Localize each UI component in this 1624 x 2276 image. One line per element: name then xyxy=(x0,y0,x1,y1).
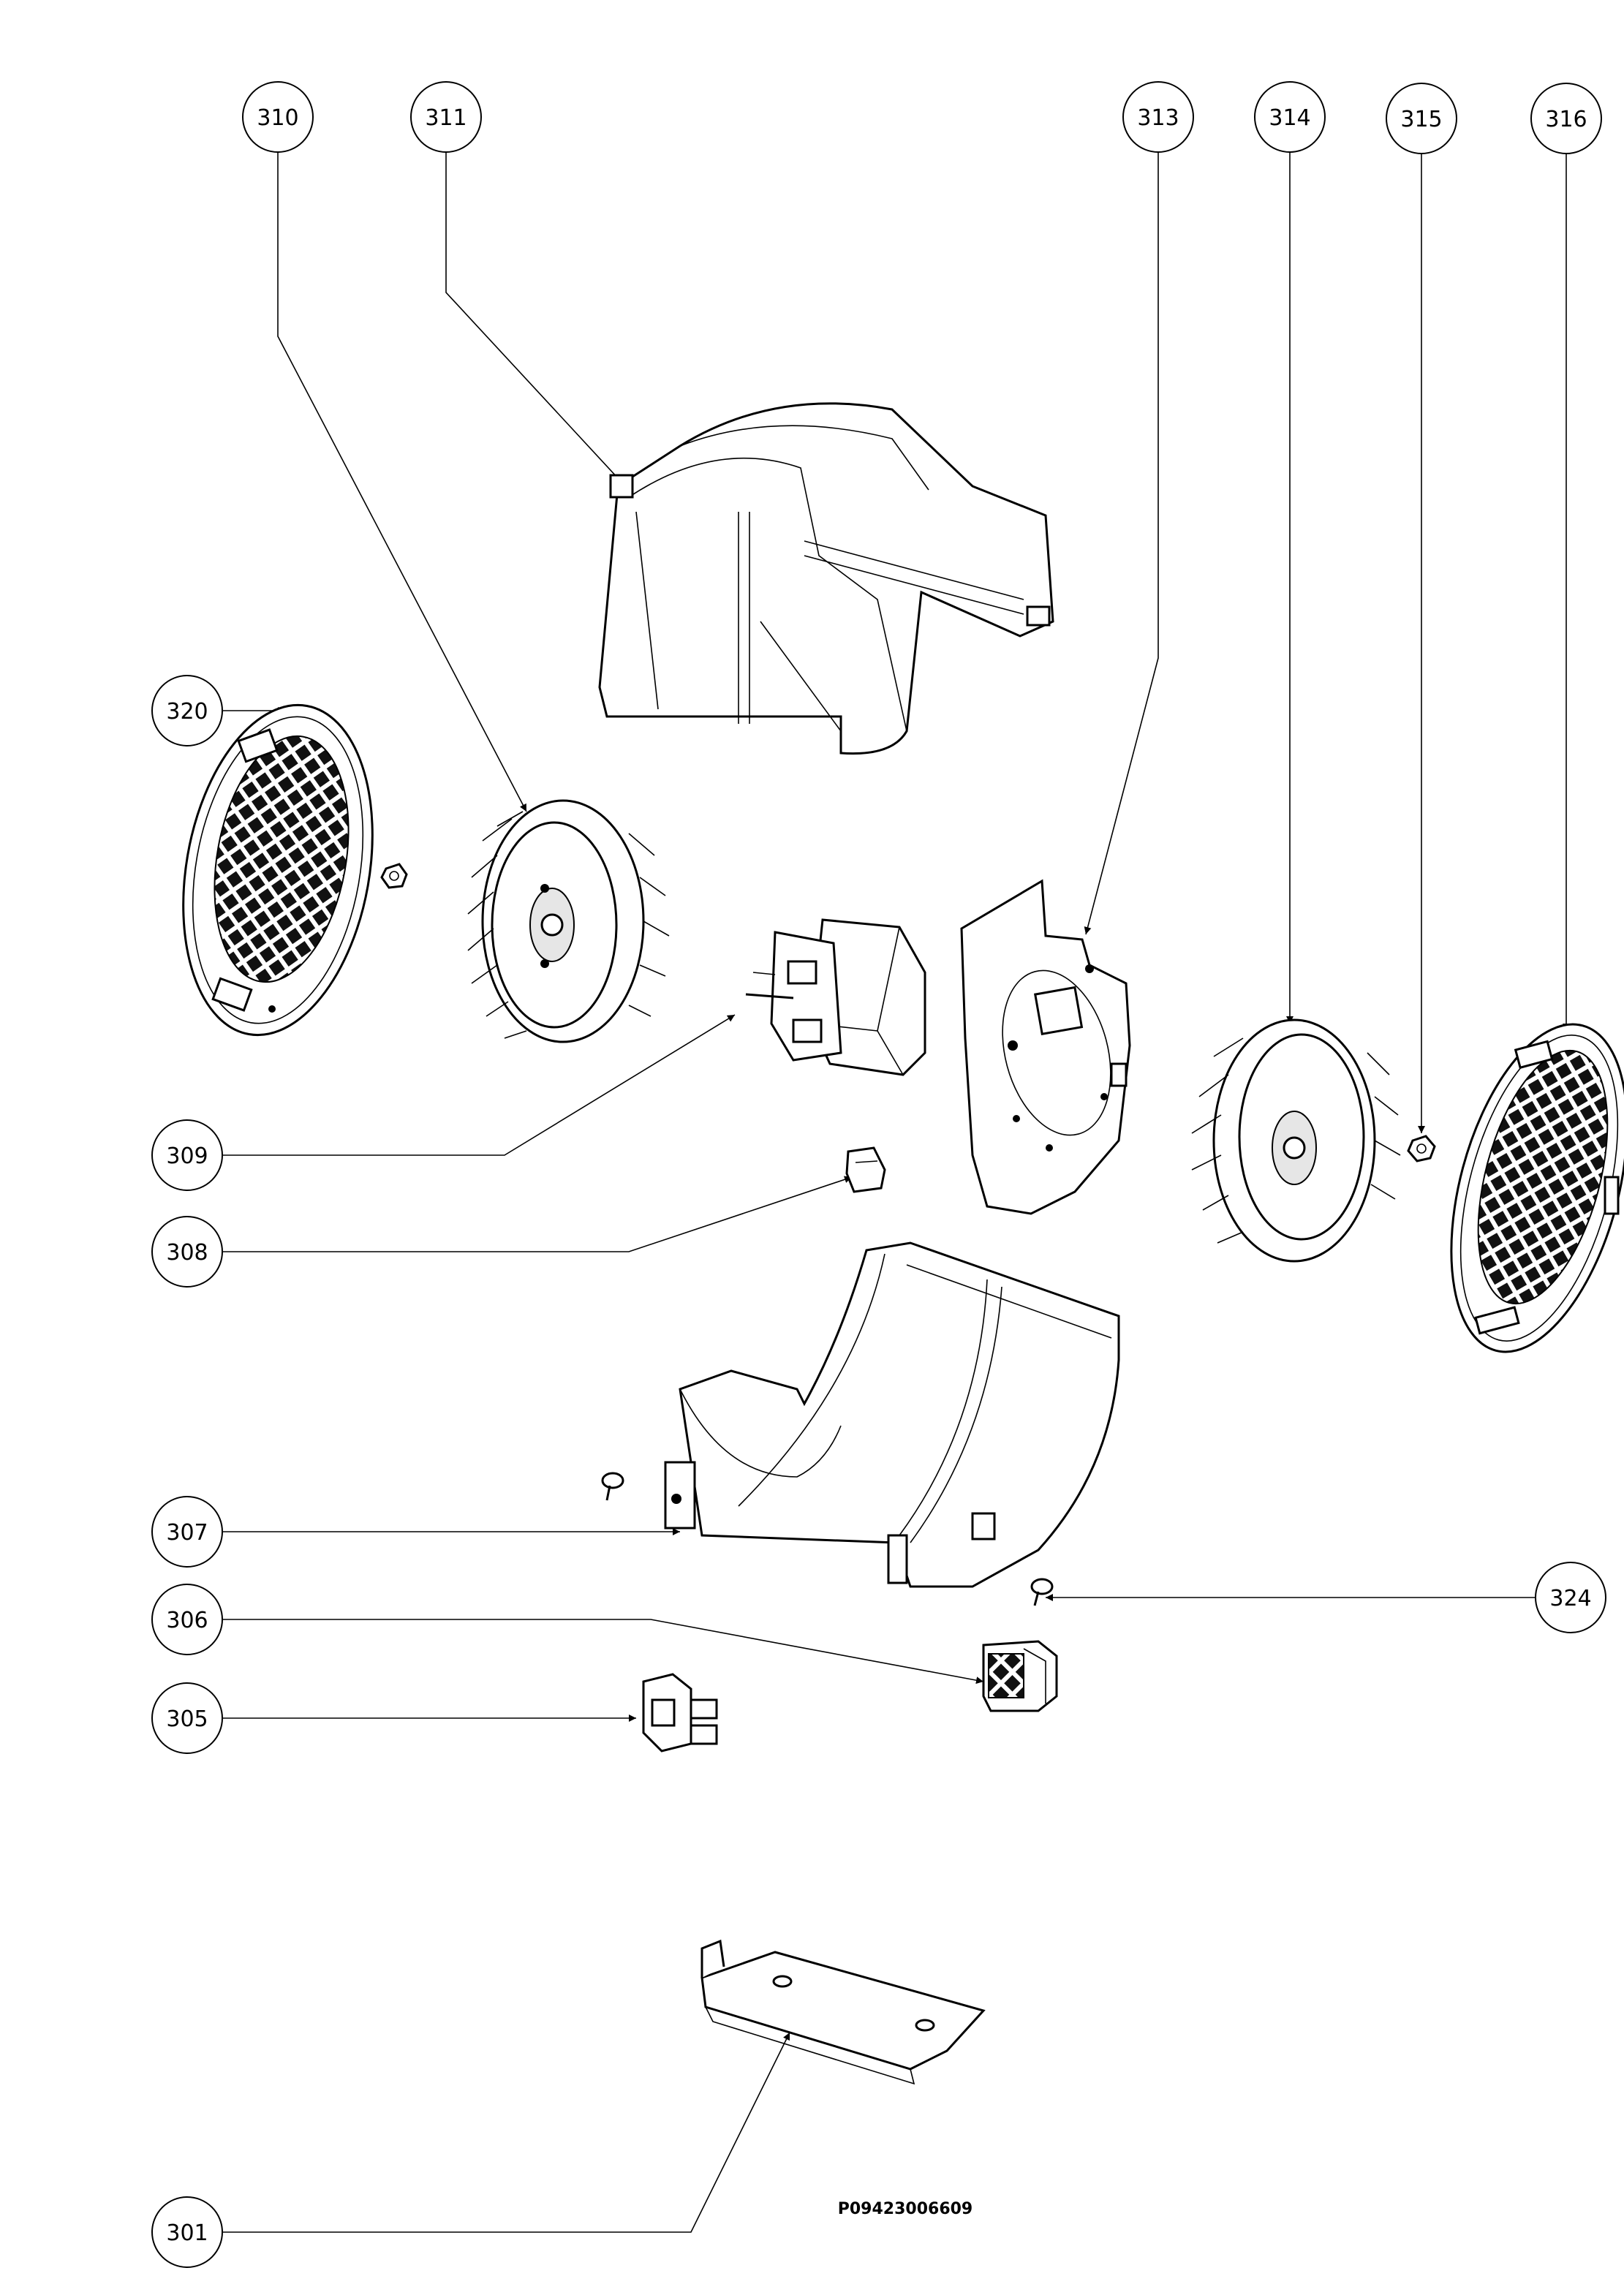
part-301-base-plate xyxy=(700,1939,986,2085)
callout-label-309: 309 xyxy=(166,1143,208,1169)
callout-label-305: 305 xyxy=(166,1706,208,1732)
drawing-reference-code: P09423006609 xyxy=(838,2200,973,2218)
callout-309: 309 xyxy=(151,1119,223,1191)
leader-313 xyxy=(1084,137,1159,935)
part-316-right-grille-cover xyxy=(1450,1023,1624,1353)
callout-311: 311 xyxy=(410,81,482,153)
part-315-nut xyxy=(1407,1135,1436,1162)
callout-label-324: 324 xyxy=(1549,1586,1591,1611)
leader-310 xyxy=(277,137,527,812)
callout-306: 306 xyxy=(151,1584,223,1655)
callout-305: 305 xyxy=(151,1682,223,1754)
part-311-upper-housing xyxy=(598,402,1054,755)
part-306-connector-block xyxy=(982,1640,1058,1712)
callout-label-308: 308 xyxy=(166,1240,208,1266)
part-309-motor xyxy=(745,918,926,1076)
callout-310: 310 xyxy=(242,81,314,153)
part-nut-left xyxy=(380,863,408,889)
callout-313: 313 xyxy=(1122,81,1194,153)
callout-label-314: 314 xyxy=(1269,105,1310,131)
callout-label-311: 311 xyxy=(425,105,467,131)
callout-label-320: 320 xyxy=(166,699,208,725)
part-320-left-grille-cover xyxy=(182,703,374,1037)
part-314-right-fan-wheel xyxy=(1191,1018,1401,1263)
callout-307: 307 xyxy=(151,1496,223,1568)
callout-324: 324 xyxy=(1535,1562,1606,1633)
callout-301: 301 xyxy=(151,2196,223,2268)
leader-309 xyxy=(190,1014,736,1156)
part-305-terminal-clip xyxy=(642,1673,718,1753)
callout-label-315: 315 xyxy=(1400,107,1442,132)
part-screw-left xyxy=(601,1472,624,1501)
callout-label-307: 307 xyxy=(166,1520,208,1546)
callout-320: 320 xyxy=(151,675,223,746)
callout-label-306: 306 xyxy=(166,1608,208,1633)
callout-315: 315 xyxy=(1386,83,1457,154)
leader-lines xyxy=(189,137,1570,2233)
callout-316: 316 xyxy=(1530,83,1602,154)
leader-311 xyxy=(445,137,628,489)
callout-label-310: 310 xyxy=(257,105,298,131)
callout-label-316: 316 xyxy=(1545,107,1587,132)
callout-label-301: 301 xyxy=(166,2220,208,2246)
part-308-clip xyxy=(845,1146,886,1193)
callout-308: 308 xyxy=(151,1216,223,1288)
part-310-left-fan-wheel xyxy=(467,799,670,1043)
part-324-screw xyxy=(1030,1578,1054,1606)
callout-314: 314 xyxy=(1254,81,1326,153)
part-307-lower-housing xyxy=(664,1241,1120,1588)
leader-301 xyxy=(190,2032,790,2233)
leader-308 xyxy=(190,1176,853,1252)
callout-label-313: 313 xyxy=(1137,105,1179,131)
part-313-mounting-plate xyxy=(960,879,1131,1215)
leader-306 xyxy=(190,1619,984,1685)
